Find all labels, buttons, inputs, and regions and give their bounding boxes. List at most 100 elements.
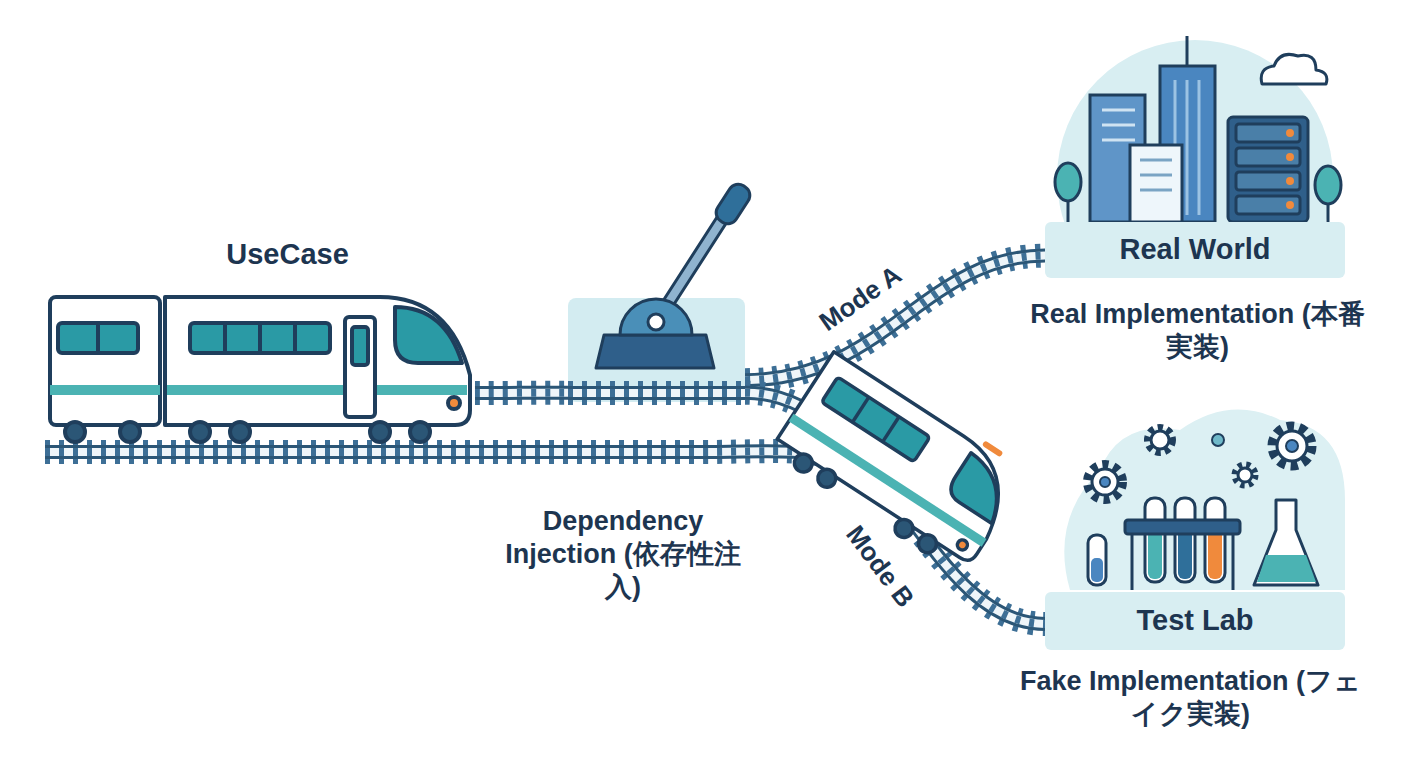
train-wheel bbox=[410, 422, 430, 442]
flask-liquid bbox=[1257, 555, 1316, 582]
antenna bbox=[1186, 36, 1189, 66]
rail bbox=[475, 386, 568, 400]
lever-dome bbox=[620, 299, 692, 335]
building-line bbox=[1140, 159, 1172, 162]
rail bbox=[45, 451, 862, 470]
train-car bbox=[50, 297, 160, 425]
rail-gap bbox=[475, 389, 568, 397]
led bbox=[1286, 201, 1294, 209]
train-wheel bbox=[791, 451, 816, 476]
window-divider bbox=[96, 323, 100, 353]
rail-gap bbox=[568, 389, 745, 397]
building bbox=[1130, 145, 1182, 222]
rail-ties bbox=[568, 389, 745, 397]
city-backdrop bbox=[1057, 40, 1333, 224]
gear bbox=[1151, 431, 1169, 449]
building-line bbox=[1102, 109, 1135, 112]
band-shape bbox=[1045, 592, 1345, 650]
rail bbox=[745, 256, 1045, 381]
rail-ties bbox=[475, 389, 568, 397]
rail-gap bbox=[45, 451, 862, 470]
lever-pivot bbox=[648, 314, 664, 330]
train-stripe bbox=[50, 385, 160, 395]
rail-ties bbox=[45, 451, 862, 470]
tube-liquid bbox=[1148, 530, 1162, 579]
gear bbox=[1212, 434, 1224, 446]
flask bbox=[1254, 500, 1318, 585]
train-wheel bbox=[915, 531, 940, 556]
test-tube bbox=[1145, 498, 1165, 582]
server-slot bbox=[1236, 124, 1300, 142]
rail-track bbox=[745, 393, 1045, 624]
tower-line bbox=[1186, 80, 1189, 215]
rail-ties bbox=[745, 393, 1045, 624]
train-wheel bbox=[814, 466, 839, 491]
train-illustration bbox=[50, 297, 470, 442]
test-tube bbox=[1175, 498, 1195, 582]
led bbox=[1286, 129, 1294, 137]
train-wheel bbox=[120, 422, 140, 442]
train-node: UseCase bbox=[50, 235, 475, 450]
building-line bbox=[1140, 189, 1172, 192]
node-title: Test Lab bbox=[1045, 603, 1345, 638]
train-door bbox=[345, 317, 375, 417]
train-windows bbox=[821, 377, 930, 462]
node-title: Dependency Injection (依存性注入) bbox=[505, 505, 741, 604]
train-wheel bbox=[370, 422, 390, 442]
rail-ties bbox=[745, 256, 1045, 381]
gear bbox=[1092, 469, 1118, 495]
node-title: UseCase bbox=[75, 237, 500, 272]
node-shape bbox=[568, 298, 745, 402]
rail-ties bbox=[45, 451, 862, 470]
gear-teeth bbox=[1088, 465, 1122, 499]
tree-crown bbox=[1315, 166, 1341, 204]
tube-rack bbox=[1125, 520, 1240, 534]
train-body bbox=[777, 352, 1027, 564]
rail-gap bbox=[745, 256, 1045, 381]
window-divider bbox=[883, 417, 899, 442]
gear-teeth bbox=[1235, 465, 1255, 485]
window-divider bbox=[223, 323, 227, 353]
rail-gap bbox=[745, 393, 1045, 624]
train-body bbox=[165, 297, 470, 425]
node-title: Real World bbox=[1045, 232, 1345, 267]
tree-crown bbox=[1055, 163, 1081, 201]
server-slot bbox=[1236, 196, 1300, 214]
window-divider bbox=[852, 397, 868, 422]
rail-track bbox=[45, 451, 862, 470]
rail-ties bbox=[745, 393, 1045, 624]
rail-ties bbox=[475, 381, 568, 405]
train-illustration bbox=[769, 345, 1031, 577]
train-wheel bbox=[230, 422, 250, 442]
train-stripe bbox=[789, 414, 987, 547]
train-light bbox=[955, 538, 969, 552]
destination-band: Test LabFake Implementation (フェイク実装) bbox=[1045, 592, 1345, 650]
gear-hub bbox=[1286, 440, 1298, 452]
lever-knob bbox=[712, 180, 753, 227]
gear bbox=[1238, 468, 1252, 482]
switch-node: Dependency Injection (依存性注入) bbox=[568, 298, 745, 402]
band-shape bbox=[1045, 222, 1345, 278]
test-tube bbox=[1088, 535, 1106, 585]
test-tube bbox=[1205, 498, 1225, 582]
window-divider bbox=[258, 323, 262, 353]
door-window bbox=[352, 327, 368, 365]
server-slot bbox=[1236, 172, 1300, 190]
cloud-icon bbox=[1261, 54, 1327, 84]
train-wheel bbox=[65, 422, 85, 442]
rack-leg bbox=[1131, 534, 1134, 590]
rail-track bbox=[475, 392, 568, 393]
building-line bbox=[1140, 174, 1172, 177]
train-light bbox=[982, 440, 1004, 457]
train-wheel bbox=[892, 516, 917, 541]
lever-outline bbox=[656, 204, 732, 322]
rail-track bbox=[745, 256, 1045, 381]
train-windshield bbox=[945, 453, 1018, 524]
building-line bbox=[1102, 124, 1135, 127]
train-wheel bbox=[190, 422, 210, 442]
trees bbox=[1055, 163, 1341, 222]
lever-stick bbox=[656, 204, 732, 322]
